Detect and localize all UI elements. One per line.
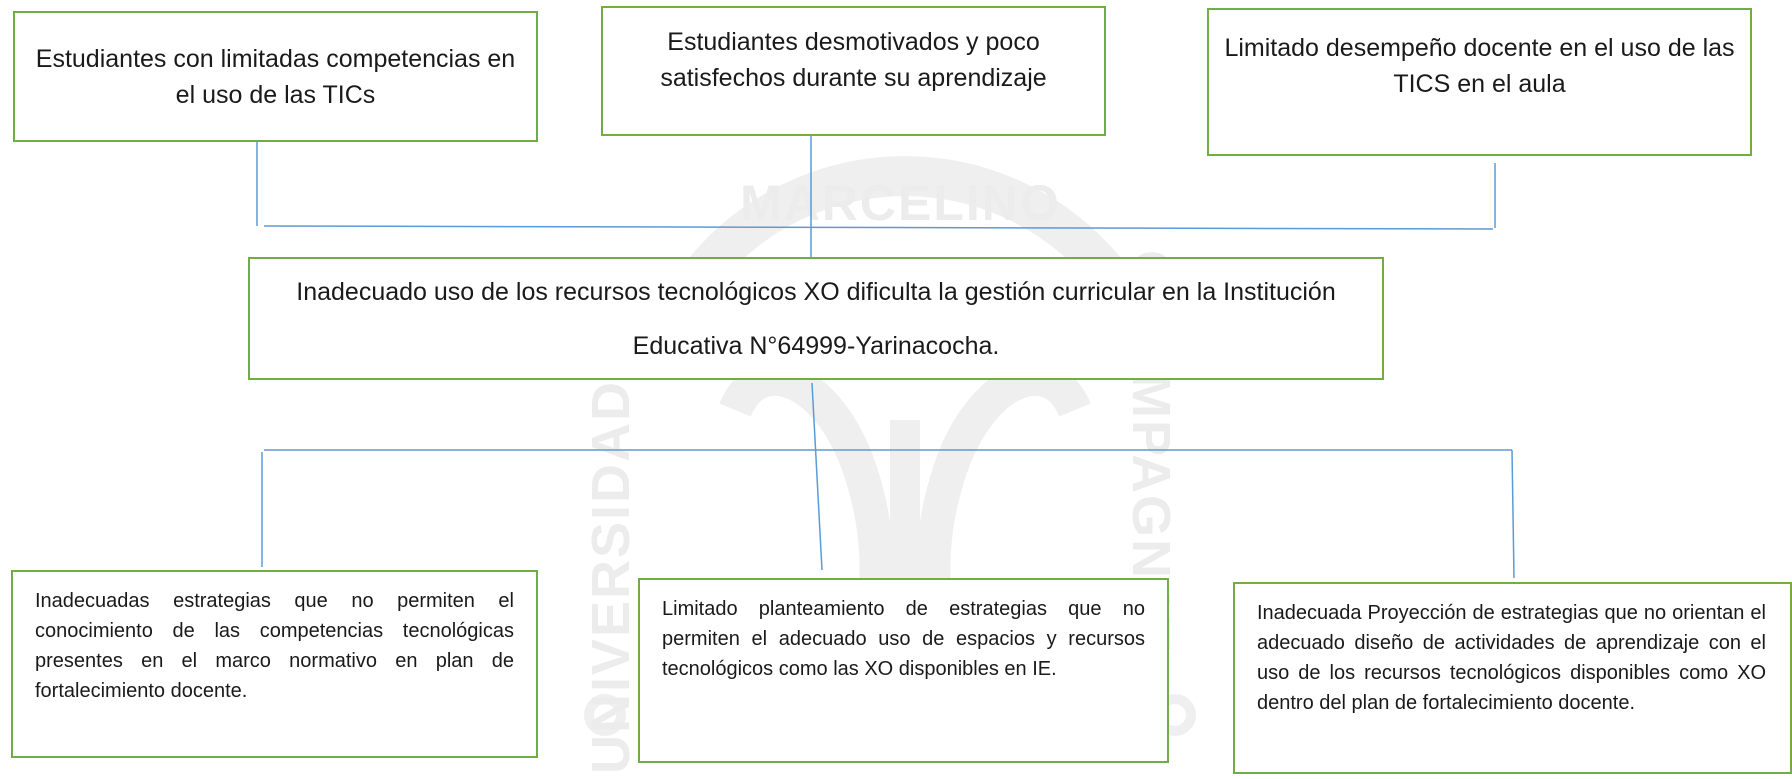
cause-box-1: Inadecuadas estrategias que no permiten …: [11, 570, 538, 758]
cause-text-2: Limitado planteamiento de estrategias qu…: [662, 598, 1145, 680]
connector-effects-horizontal: [263, 225, 1494, 230]
central-problem-text: Inadecuado uso de los recursos tecnológi…: [296, 277, 1336, 360]
cause-box-3: Inadecuada Proyección de estrategias que…: [1233, 582, 1792, 774]
cause-text-3: Inadecuada Proyección de estrategias que…: [1257, 602, 1766, 714]
central-problem-box: Inadecuado uso de los recursos tecnológi…: [248, 257, 1384, 380]
effect-text-2: Estudiantes desmotivados y poco satisfec…: [660, 28, 1047, 92]
effect-text-3: Limitado desempeño docente en el uso de …: [1224, 34, 1735, 98]
effect-box-1: Estudiantes con limitadas competencias e…: [13, 11, 538, 142]
effect-box-3: Limitado desempeño docente en el uso de …: [1207, 8, 1752, 156]
effect-text-1: Estudiantes con limitadas competencias e…: [35, 44, 516, 109]
cause-box-2: Limitado planteamiento de estrategias qu…: [638, 578, 1169, 763]
effect-box-2: Estudiantes desmotivados y poco satisfec…: [601, 6, 1106, 136]
connector-cause-2-vertical: [811, 382, 823, 571]
connector-cause-3-vertical: [1511, 449, 1515, 579]
cause-text-1: Inadecuadas estrategias que no permiten …: [35, 590, 514, 702]
